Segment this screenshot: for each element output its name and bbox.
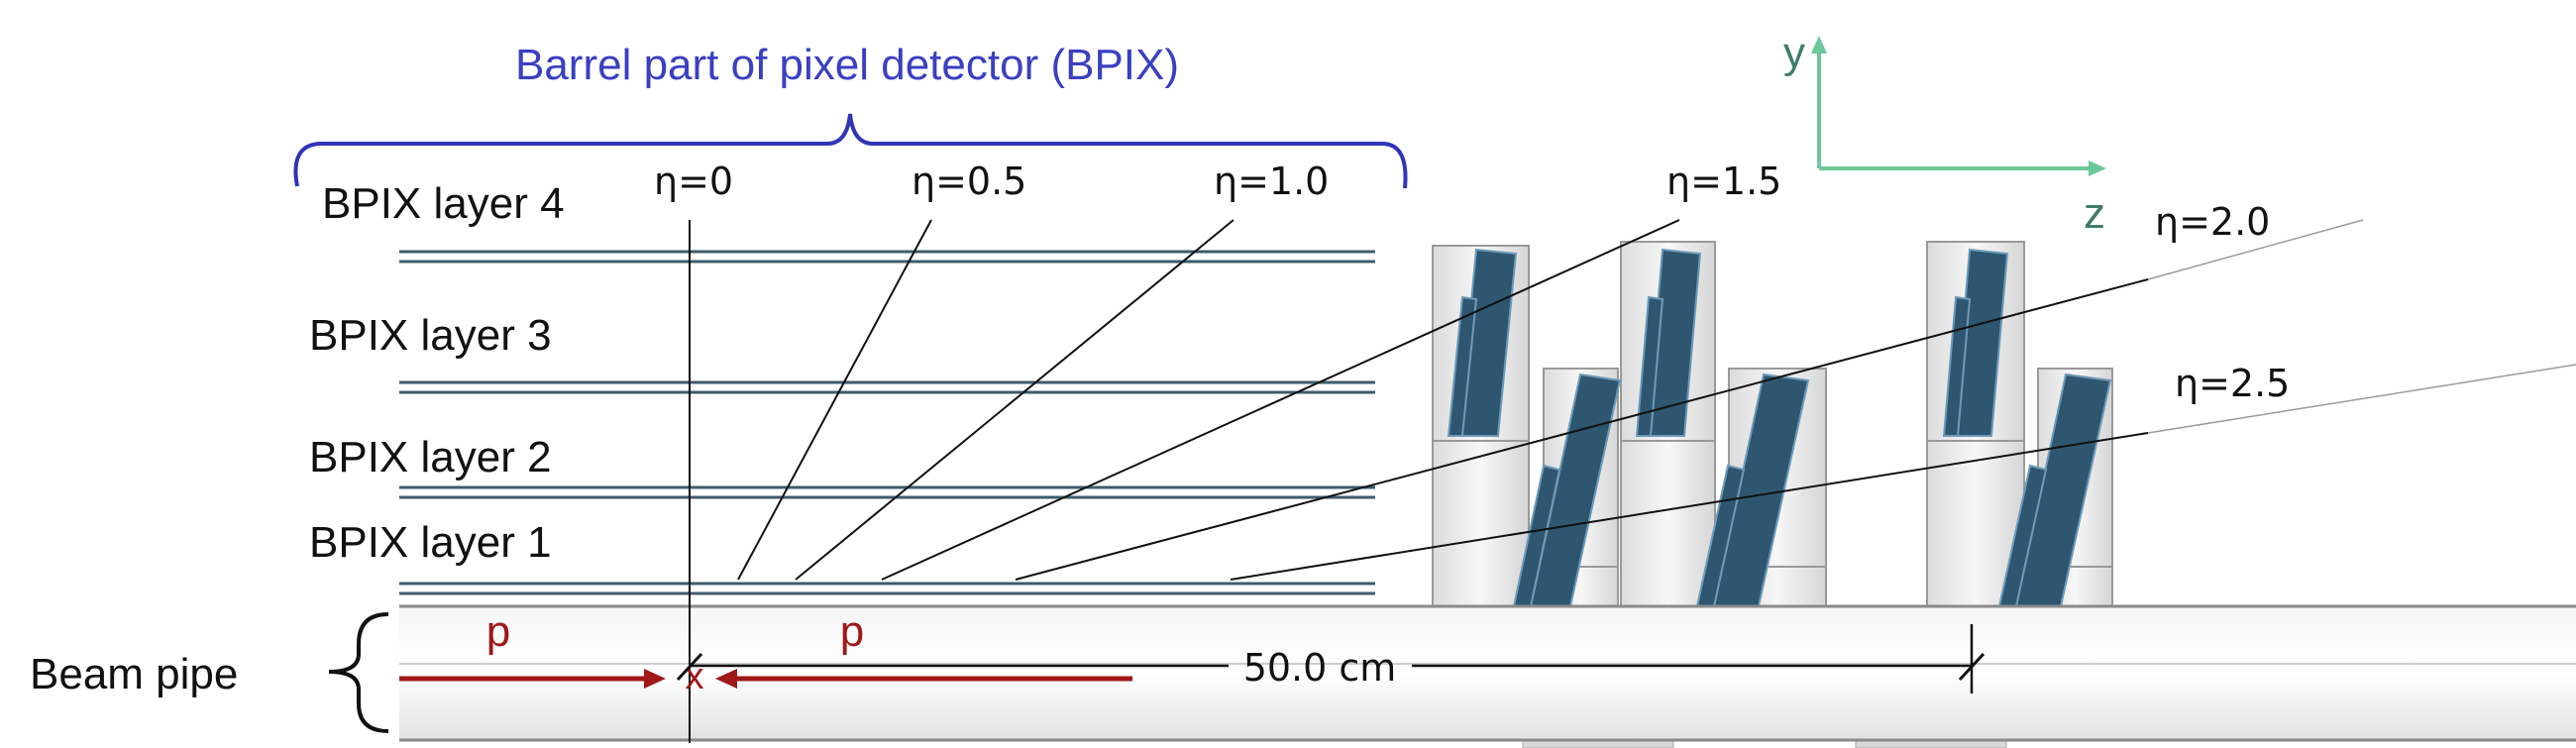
eta-label-1: η=0.5: [912, 160, 1026, 203]
axis-label-y: y: [1783, 29, 1805, 77]
bpix-layer-4: [399, 250, 1375, 264]
coordinate-axes: y z: [1783, 29, 2106, 238]
layer-label-2: BPIX layer 2: [309, 433, 552, 481]
bpix-brace: [293, 113, 1408, 189]
detector-title: Barrel part of pixel detector (BPIX): [515, 41, 1179, 89]
proton-label-left: p: [486, 607, 510, 656]
eta-label-3: η=1.5: [1666, 160, 1781, 203]
eta-line-3: [881, 219, 1680, 581]
axis-label-z: z: [2084, 189, 2105, 238]
eta-line-4: [1015, 278, 2149, 581]
layer-label-4: BPIX layer 4: [322, 179, 565, 228]
layer-label-1: BPIX layer 1: [309, 518, 552, 567]
eta-line-1: [737, 219, 932, 581]
bpix-layer-3: [399, 380, 1375, 394]
bpix-layer-1: [399, 582, 1375, 595]
eta-lines: η=0 η=0.5 η=1.0 η=1.5 η=2.0 η=2.5: [654, 160, 2576, 581]
eta-label-2: η=1.0: [1214, 160, 1329, 203]
layer-label-3: BPIX layer 3: [309, 311, 552, 360]
beam-pipe-brace: [328, 612, 389, 733]
beam-pipe: [399, 604, 2576, 742]
distance-label: 50.0 cm: [1243, 646, 1397, 690]
beam-pipe-label: Beam pipe: [30, 650, 238, 698]
bpix-layer-2: [399, 485, 1375, 499]
eta-line-extension-5: [2147, 364, 2576, 434]
eta-line-5: [1230, 432, 2149, 581]
eta-label-5: η=2.5: [2175, 362, 2290, 405]
proton-label-right: p: [840, 607, 864, 656]
distance-indicator: 50.0 cm: [676, 624, 1986, 694]
eta-line-2: [795, 219, 1234, 581]
eta-label-0: η=0: [654, 160, 733, 203]
eta-line-extension-4: [2147, 219, 2364, 280]
eta-label-4: η=2.0: [2155, 200, 2270, 244]
